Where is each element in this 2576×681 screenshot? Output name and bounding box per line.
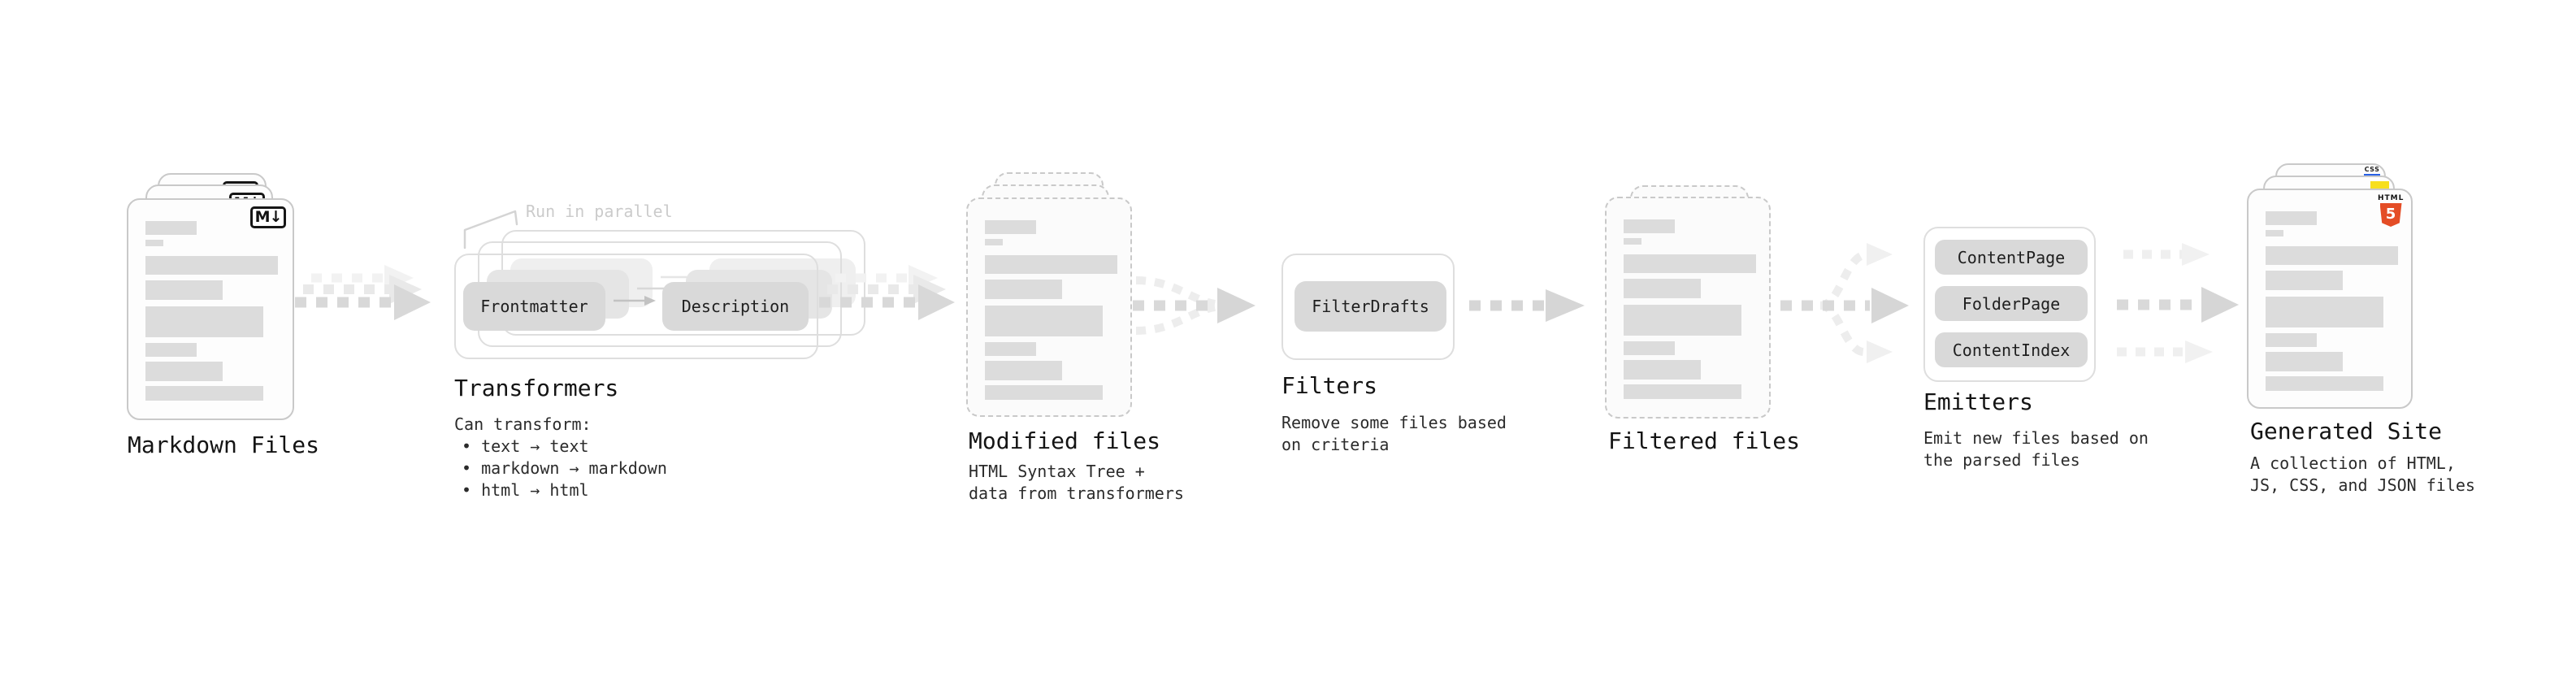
run-in-parallel-label: Run in parallel bbox=[526, 202, 673, 221]
filters-description: Remove some files based on criteria bbox=[1281, 413, 1507, 454]
generated-site-title: Generated Site bbox=[2250, 418, 2443, 445]
flow-arrow-stack-icon bbox=[819, 265, 955, 320]
transformers-bullet-list: text → text markdown → markdown html → h… bbox=[462, 436, 667, 501]
emitters-box: ContentPage FolderPage ContentIndex bbox=[1923, 227, 2096, 382]
file-content-bars bbox=[985, 199, 1117, 400]
markdown-file-card-front: M↓ bbox=[127, 198, 294, 420]
generated-file-card-html: HTML 5 bbox=[2247, 189, 2413, 409]
file-content-bars bbox=[1624, 198, 1756, 399]
filters-title: Filters bbox=[1281, 372, 1378, 399]
emitters-description: Emit new files based on the parsed files bbox=[1923, 428, 2149, 470]
filtered-file-card-front bbox=[1605, 197, 1771, 419]
fan-in-arrow-icon bbox=[1133, 276, 1255, 335]
bullet-item: html → html bbox=[462, 479, 667, 501]
filter-plugin-filterdrafts: FilterDrafts bbox=[1295, 281, 1446, 332]
modified-files-title: Modified files bbox=[969, 427, 1161, 454]
bullet-item: text → text bbox=[462, 436, 667, 458]
transformer-plugin-description: Description bbox=[662, 282, 809, 331]
html5-badge-icon: HTML 5 bbox=[2378, 194, 2404, 227]
file-content-bars bbox=[2266, 190, 2398, 391]
markdown-files-title: Markdown Files bbox=[128, 432, 320, 458]
bullet-item: markdown → markdown bbox=[462, 458, 667, 479]
transformers-description: Can transform: bbox=[454, 414, 592, 434]
flow-arrow-stack-icon bbox=[295, 265, 431, 320]
transformer-box-front: Frontmatter Description bbox=[454, 254, 818, 359]
modified-files-description: HTML Syntax Tree + data from transformer… bbox=[969, 462, 1184, 503]
file-content-bars bbox=[145, 200, 278, 401]
filtered-files-title: Filtered files bbox=[1608, 427, 1801, 454]
flow-arrow-icon bbox=[1469, 289, 1585, 322]
fan-out-arrow-icon bbox=[1780, 243, 1909, 363]
emitter-plugin-contentpage: ContentPage bbox=[1935, 240, 2088, 275]
emitter-plugin-folderpage: FolderPage bbox=[1935, 286, 2088, 321]
emitter-plugin-contentindex: ContentIndex bbox=[1935, 332, 2088, 367]
markdown-icon: M↓ bbox=[250, 206, 286, 228]
filters-box: FilterDrafts bbox=[1281, 254, 1455, 360]
annotation-leader-line bbox=[463, 210, 518, 249]
transformers-title: Transformers bbox=[454, 375, 619, 401]
mini-arrow-icon bbox=[614, 296, 656, 306]
modified-file-card-front bbox=[966, 197, 1132, 417]
generated-site-description: A collection of HTML, JS, CSS, and JSON … bbox=[2250, 453, 2475, 495]
parallel-arrows-icon bbox=[2117, 243, 2239, 363]
transformer-plugin-frontmatter: Frontmatter bbox=[463, 282, 605, 331]
emitters-title: Emitters bbox=[1923, 388, 2033, 415]
